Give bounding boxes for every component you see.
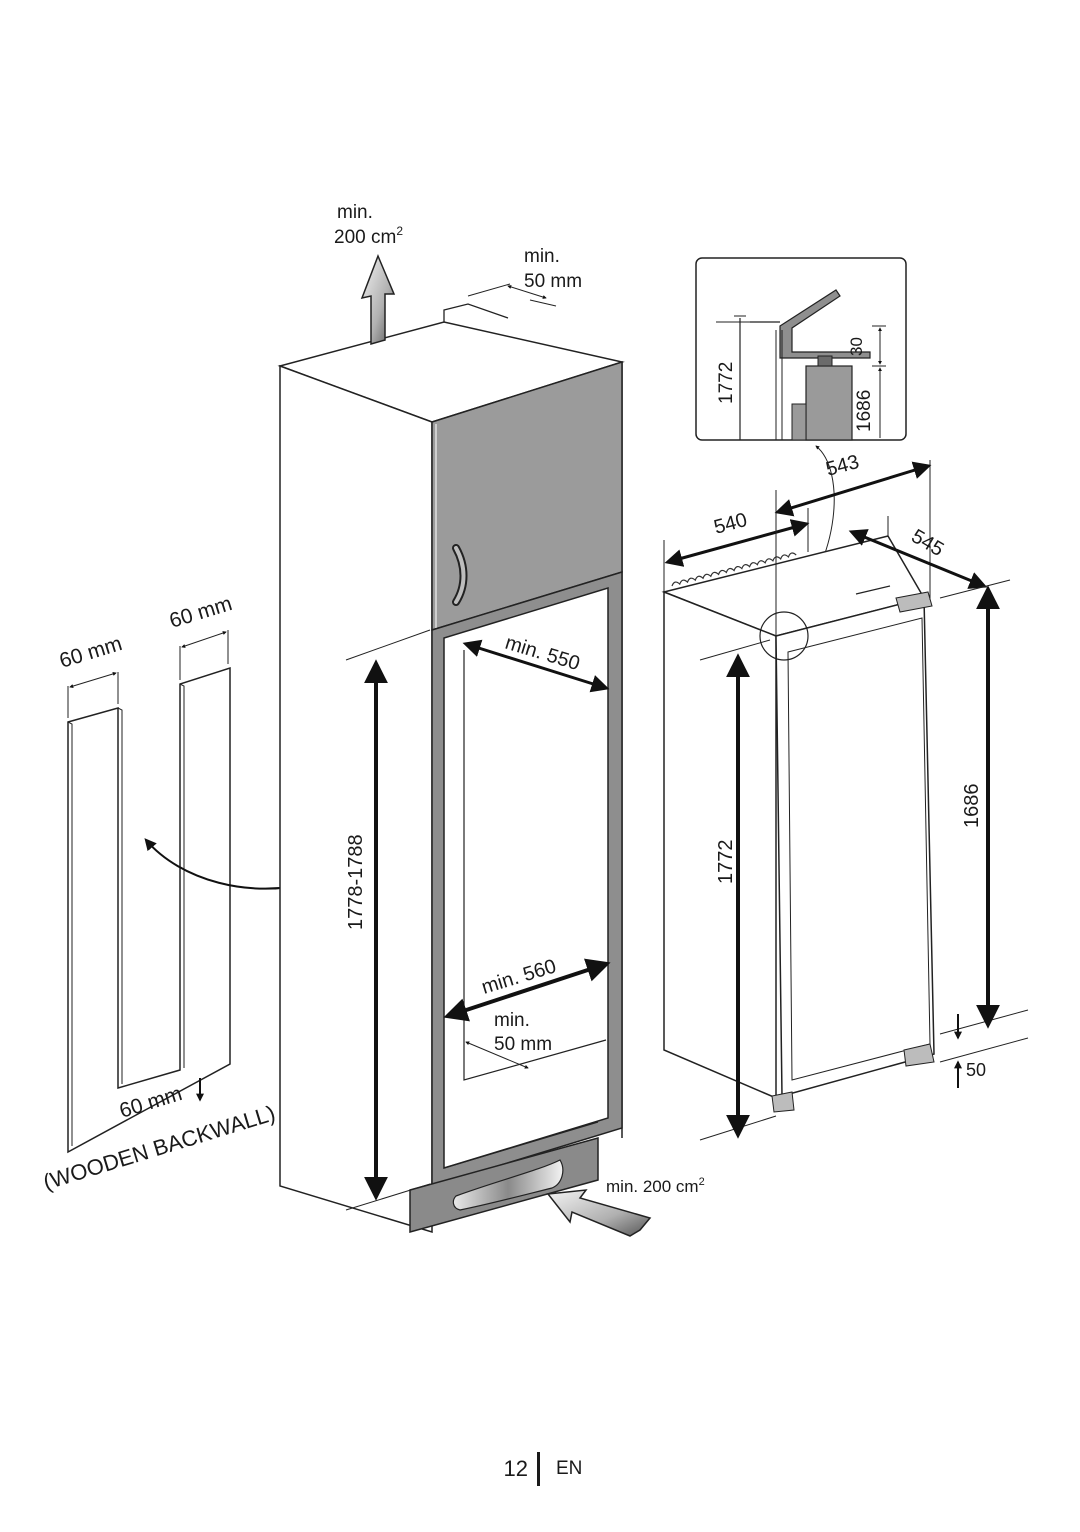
appliance-height-1686-label: 1686 xyxy=(961,784,983,829)
footer-divider xyxy=(537,1452,540,1486)
bottom-vent-label: min. 200 cm2 xyxy=(606,1176,705,1196)
side-gap-left-label: 60 mm xyxy=(57,632,125,673)
top-gap-label-line2: 50 mm xyxy=(524,271,582,292)
appliance-height-1772-label: 1772 xyxy=(715,840,737,885)
inset-gap-label: 30 xyxy=(847,337,866,356)
bottom-vent-sup: 2 xyxy=(699,1176,705,1188)
page-number: 12 xyxy=(503,1456,528,1481)
inset-body-height-label: 1686 xyxy=(854,390,875,432)
kitchen-cabinet xyxy=(277,303,625,1234)
top-vent-sup: 2 xyxy=(396,224,403,238)
page-footer: 12 EN xyxy=(0,1452,1080,1496)
appliance-bottom-50-label: 50 xyxy=(966,1060,986,1080)
inset-total-height-label: 1772 xyxy=(716,362,737,404)
built-in-appliance xyxy=(661,535,935,1113)
appliance-width-540-label: 540 xyxy=(712,509,750,539)
language-code: EN xyxy=(556,1458,583,1479)
bottom-vent-arrow-icon xyxy=(546,1189,652,1237)
bottom-gap-label-line1: min. xyxy=(494,1010,530,1031)
top-vent-arrow-icon xyxy=(360,253,396,345)
bottom-gap-label-line2: 50 mm xyxy=(494,1034,552,1055)
top-vent-label-line1: min. xyxy=(337,202,373,223)
bottom-vent-value: min. 200 cm xyxy=(606,1177,699,1196)
side-gap-right-label: 60 mm xyxy=(167,592,235,633)
top-vent-value: 200 cm xyxy=(334,227,396,248)
niche-height-label: 1778-1788 xyxy=(345,834,367,930)
appliance-width-543-label: 543 xyxy=(824,451,862,481)
hinge-detail-inset xyxy=(695,257,907,441)
top-vent-label-line2: 200 cm2 xyxy=(334,224,403,248)
wooden-backwall-panel xyxy=(67,630,317,1154)
top-gap-label-line1: min. xyxy=(524,246,560,267)
